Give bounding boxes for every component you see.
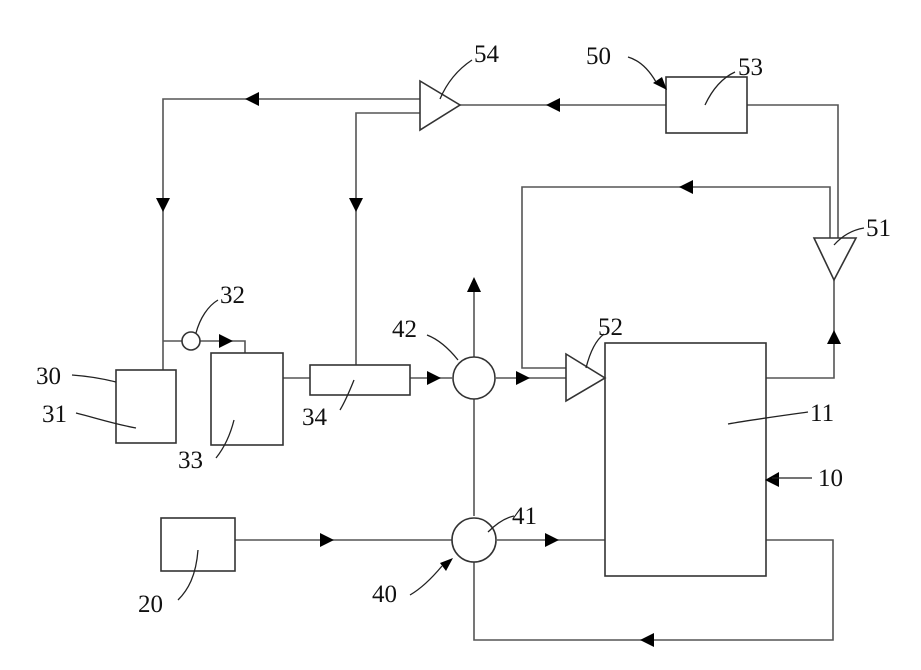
arrow-down-34 xyxy=(349,198,363,212)
line-54-to-left xyxy=(163,99,420,370)
label-30: 30 xyxy=(36,363,61,390)
label-34: 34 xyxy=(302,404,328,431)
label-10: 10 xyxy=(818,465,843,492)
label-33: 33 xyxy=(178,447,203,474)
arrow-10-pointer xyxy=(765,472,779,487)
label-40: 40 xyxy=(372,581,397,608)
arrow-up-42 xyxy=(467,277,481,292)
label-50: 50 xyxy=(586,43,611,70)
arrow-left-loop xyxy=(679,180,693,194)
components xyxy=(116,77,856,576)
arrow-right-42-out xyxy=(516,371,530,385)
arrow-up-51 xyxy=(827,330,841,344)
label-54: 54 xyxy=(474,41,500,68)
label-51: 51 xyxy=(866,215,891,242)
label-42: 42 xyxy=(392,316,417,343)
label-41: 41 xyxy=(512,503,537,530)
label-31: 31 xyxy=(42,401,67,428)
arrow-right-20 xyxy=(320,533,334,547)
label-53: 53 xyxy=(738,54,763,81)
arrow-40-pointer xyxy=(440,558,453,571)
line-53-to-51 xyxy=(747,105,838,238)
amplifier-52 xyxy=(566,354,605,401)
block-20 xyxy=(161,518,235,571)
valve-41 xyxy=(452,518,496,562)
arrow-right-33 xyxy=(219,334,233,348)
arrow-right-41 xyxy=(545,533,559,547)
valve-42 xyxy=(453,357,495,399)
leader-40 xyxy=(410,566,442,595)
arrow-right-42-in xyxy=(427,371,441,385)
arrow-down-left xyxy=(156,198,170,212)
arrow-left-53-54 xyxy=(546,98,560,112)
arrow-left-return xyxy=(640,633,654,647)
label-11: 11 xyxy=(810,400,834,427)
leader-50 xyxy=(628,57,656,82)
leader-32 xyxy=(196,300,218,333)
label-32: 32 xyxy=(220,282,245,309)
label-20: 20 xyxy=(138,591,163,618)
arrow-left-top xyxy=(245,92,259,106)
block-53 xyxy=(666,77,747,133)
sensor-32 xyxy=(182,332,200,350)
block-10 xyxy=(605,343,766,576)
amplifier-54 xyxy=(420,81,460,130)
block-31 xyxy=(116,370,176,443)
arrow-50-pointer xyxy=(653,77,667,90)
line-51-loop-to-52 xyxy=(522,187,830,368)
label-52: 52 xyxy=(598,314,623,341)
leader-30 xyxy=(72,375,116,382)
block-33 xyxy=(211,353,283,445)
leader-54 xyxy=(440,60,472,99)
line-10-to-51 xyxy=(766,280,834,378)
leader-42 xyxy=(427,335,458,360)
block-34 xyxy=(310,365,410,395)
